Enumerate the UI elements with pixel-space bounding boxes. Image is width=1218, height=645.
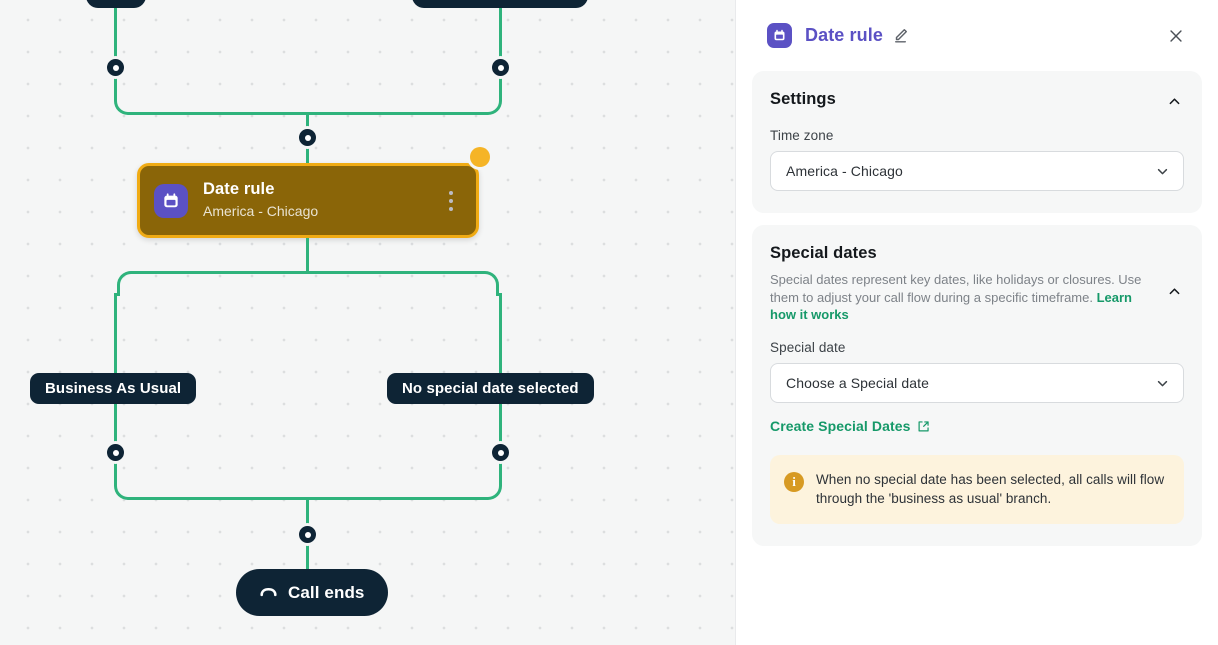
branch-label-text: Business As Usual: [45, 380, 182, 397]
settings-card-header: Settings: [770, 89, 1184, 111]
external-link-icon: [917, 420, 930, 433]
upstream-node-right[interactable]: [412, 0, 588, 8]
chevron-up-icon[interactable]: [1164, 281, 1184, 301]
node-overflow-menu-icon[interactable]: [440, 186, 462, 216]
timezone-label: Time zone: [770, 128, 834, 143]
panel-body: Settings Time zone America - Chicago: [736, 71, 1218, 645]
special-dates-header-main: Special dates Special dates represent ke…: [770, 243, 1152, 323]
special-date-select-value: Choose a Special date: [786, 375, 929, 392]
edge-upper-right-vertical: [499, 8, 502, 90]
chevron-down-icon: [1155, 164, 1170, 179]
special-date-field: Special date Choose a Special date: [770, 340, 1184, 404]
flow-canvas[interactable]: Date rule America - Chicago Business As …: [0, 0, 735, 645]
node-date-rule[interactable]: Date rule America - Chicago: [137, 163, 479, 238]
special-dates-card-header: Special dates Special dates represent ke…: [770, 243, 1184, 323]
settings-title: Settings: [770, 90, 836, 108]
phone-hangup-icon: [260, 587, 277, 599]
branch-label-no-special-date[interactable]: No special date selected: [387, 373, 594, 404]
node-call-ends[interactable]: Call ends: [236, 569, 389, 616]
edge-upper-left-vertical: [114, 8, 117, 90]
edge-corner-upper-right: [485, 90, 502, 115]
node-subtitle: America - Chicago: [203, 202, 319, 219]
connector-knob-node-in[interactable]: [299, 129, 316, 146]
edge-corner-split-left: [117, 271, 134, 296]
settings-card-header-main: Settings: [770, 89, 1152, 110]
edge-corner-lower-left: [114, 475, 131, 500]
timezone-field: Time zone America - Chicago: [770, 128, 1184, 191]
special-dates-card: Special dates Special dates represent ke…: [752, 225, 1202, 546]
panel-header: Date rule: [736, 0, 1218, 71]
settings-card: Settings Time zone America - Chicago: [752, 71, 1202, 213]
branch-label-business-as-usual[interactable]: Business As Usual: [30, 373, 197, 404]
special-dates-title: Special dates: [770, 244, 877, 262]
connector-knob-lower-left[interactable]: [107, 444, 124, 461]
special-date-select[interactable]: Choose a Special date: [770, 363, 1184, 404]
calendar-icon: [767, 23, 792, 48]
side-panel: Date rule Settings: [735, 0, 1218, 645]
create-special-dates-label: Create Special Dates: [770, 418, 911, 435]
edge-corner-upper-left: [114, 90, 131, 115]
info-icon: i: [784, 472, 804, 493]
connector-knob-terminal-in[interactable]: [299, 526, 316, 543]
node-output-handle[interactable]: [470, 147, 490, 167]
create-special-dates-link[interactable]: Create Special Dates: [770, 418, 930, 434]
connector-knob-lower-right[interactable]: [492, 444, 509, 461]
learn-how-it-works-link[interactable]: Learn how it works: [770, 289, 1132, 322]
upstream-node-left[interactable]: [86, 0, 146, 8]
panel-title: Date rule: [805, 25, 883, 45]
timezone-select[interactable]: America - Chicago: [770, 151, 1184, 191]
chevron-down-icon: [1155, 376, 1170, 391]
connector-knob-upper-left[interactable]: [107, 59, 124, 76]
pencil-icon[interactable]: [892, 27, 909, 44]
edge-node-out: [306, 238, 309, 273]
special-dates-description-text: Special dates represent key dates, like …: [770, 272, 1142, 305]
edge-split-horizontal: [131, 271, 485, 274]
special-dates-description: Special dates represent key dates, like …: [770, 271, 1152, 323]
chevron-up-icon[interactable]: [1164, 91, 1184, 111]
node-title: Date rule: [203, 180, 275, 199]
timezone-select-value: America - Chicago: [786, 163, 903, 179]
close-icon[interactable]: [1164, 24, 1188, 48]
connector-knob-upper-right[interactable]: [492, 59, 509, 76]
call-ends-label: Call ends: [288, 582, 365, 602]
node-text-group: Date rule America - Chicago: [203, 179, 440, 222]
special-date-label: Special date: [770, 340, 846, 356]
branch-label-text: No special date selected: [402, 380, 579, 397]
info-callout-text: When no special date has been selected, …: [816, 472, 1165, 506]
calendar-icon: [154, 183, 188, 218]
edge-corner-lower-right: [485, 475, 502, 500]
edge-corner-split-right: [482, 271, 499, 296]
info-callout: i When no special date has been selected…: [770, 455, 1184, 524]
